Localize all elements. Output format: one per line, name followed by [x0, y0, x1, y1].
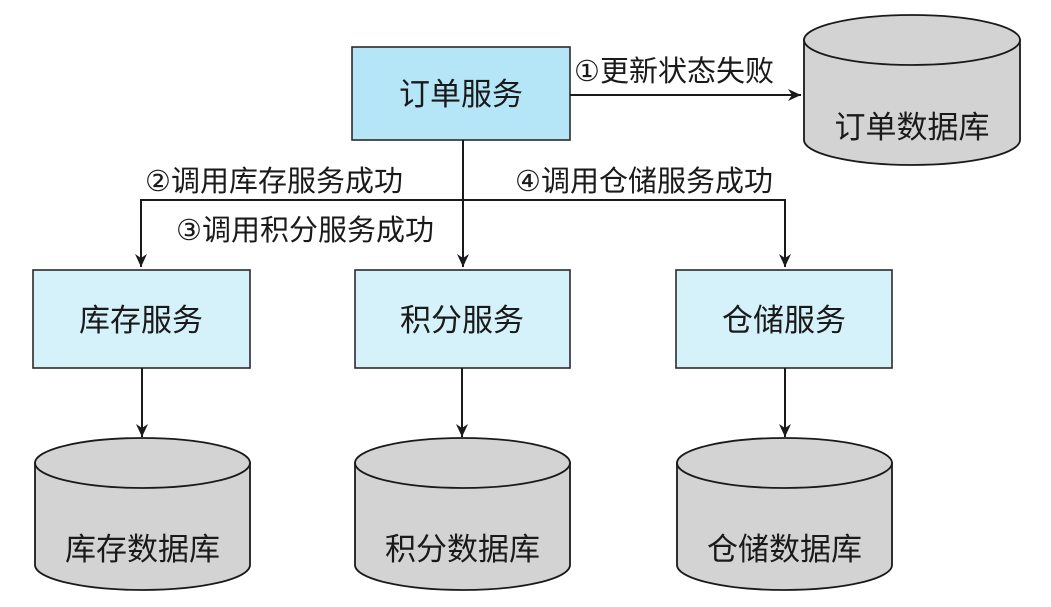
edge-label-step1: ①更新状态失败 — [574, 54, 774, 88]
inventory-service-node: 库存服务 — [32, 269, 251, 369]
inventory-db-top — [34, 437, 251, 489]
warehouse-db-body — [676, 462, 893, 591]
inventory-db-label: 库存数据库 — [65, 532, 220, 568]
order-db-label: 订单数据库 — [835, 110, 990, 146]
order-db-body — [803, 39, 1021, 166]
order-service-box — [351, 46, 571, 141]
edge-label-step3: ③调用积分服务成功 — [176, 213, 434, 247]
order-service-label: 订单服务 — [399, 77, 523, 113]
order-db-node: 订单数据库 — [803, 14, 1021, 166]
points-service-box — [354, 269, 571, 369]
inventory-db-body — [34, 462, 251, 591]
edge-label-step4: ④调用仓储服务成功 — [515, 164, 773, 198]
points-db-label: 积分数据库 — [385, 532, 540, 568]
inventory-service-box — [32, 269, 251, 369]
points-db-top — [354, 437, 571, 489]
warehouse-service-node: 仓储服务 — [675, 269, 893, 369]
warehouse-db-top — [676, 437, 893, 489]
inventory-service-label: 库存服务 — [79, 303, 203, 339]
warehouse-db-label: 仓储数据库 — [707, 532, 862, 568]
points-service-label: 积分服务 — [400, 303, 524, 339]
warehouse-db-node: 仓储数据库 — [676, 437, 893, 591]
warehouse-service-label: 仓储服务 — [722, 303, 846, 339]
points-db-node: 积分数据库 — [354, 437, 571, 591]
warehouse-service-box — [675, 269, 893, 369]
points-service-node: 积分服务 — [354, 269, 571, 369]
order-service-node: 订单服务 — [351, 46, 571, 141]
order-db-top — [803, 14, 1021, 66]
points-db-body — [354, 462, 571, 591]
inventory-db-node: 库存数据库 — [34, 437, 251, 591]
edge-label-step2: ②调用库存服务成功 — [145, 164, 403, 198]
